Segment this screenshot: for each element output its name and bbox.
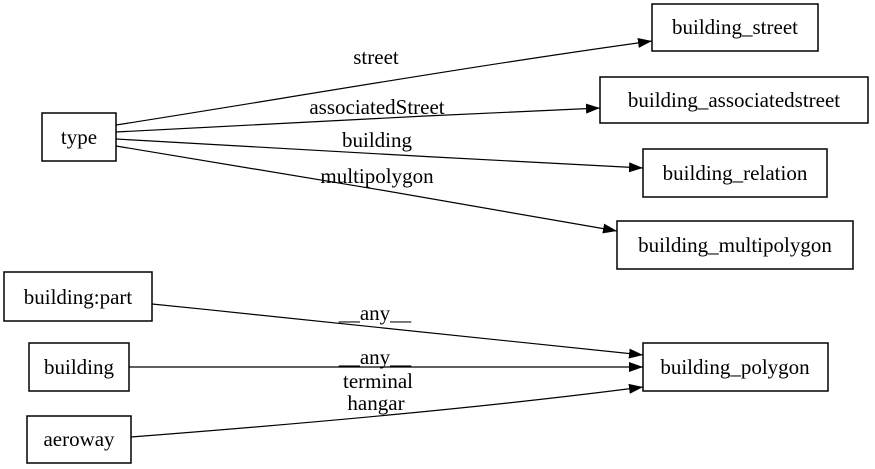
edge-label-hangar: hangar: [347, 391, 404, 415]
node-aeroway: aeroway: [26, 415, 132, 464]
node-building-relation-box: [642, 148, 828, 198]
node-building-multipolygon-label: building_multipolygon: [638, 233, 832, 257]
node-building-associatedstreet-box: [599, 76, 869, 124]
node-building-polygon: building_polygon: [642, 342, 829, 392]
node-building-multipolygon-box: [616, 220, 854, 270]
edge-label-terminal: terminal: [343, 369, 413, 393]
node-building-part-label: building:part: [24, 285, 133, 309]
edge-label-any-building-part: __any__: [338, 301, 412, 325]
node-building-street: building_street: [651, 3, 819, 52]
node-building-street-label: building_street: [672, 15, 798, 39]
node-type-box: [41, 112, 117, 162]
node-type-label: type: [61, 125, 97, 149]
node-building-multipolygon: building_multipolygon: [616, 220, 854, 270]
node-building-part-box: [3, 271, 153, 322]
node-building-polygon-box: [642, 342, 829, 392]
edge-label-building: building: [342, 128, 413, 152]
node-building-street-box: [651, 3, 819, 52]
node-building-relation-label: building_relation: [663, 161, 808, 185]
edge-aeroway-building_polygon: [130, 383, 644, 438]
edge-labels: street associatedStreet building multipo…: [309, 45, 444, 415]
node-building-polygon-label: building_polygon: [660, 355, 810, 379]
edge-type-building_relation: [115, 138, 644, 173]
edge-label-street: street: [353, 45, 399, 69]
node-building-associatedstreet-label: building_associatedstreet: [628, 88, 840, 112]
node-building-label: building: [44, 355, 115, 379]
node-building-box: [28, 342, 130, 392]
edges: [115, 37, 653, 438]
node-building-associatedstreet: building_associatedstreet: [599, 76, 869, 124]
node-type: type: [41, 112, 117, 162]
edge-label-associated-street: associatedStreet: [309, 95, 444, 119]
edge-label-any-building: __any__: [338, 345, 412, 369]
edge-type-building_associatedstreet: [115, 103, 601, 133]
node-building-part: building:part: [3, 271, 153, 322]
node-aeroway-label: aeroway: [43, 427, 115, 451]
node-aeroway-box: [26, 415, 132, 464]
edge-type-building_multipolygon: [115, 145, 618, 234]
edge-building_part-building_polygon: [151, 303, 644, 359]
node-building-relation: building_relation: [642, 148, 828, 198]
nodes: type building_street building_associated…: [3, 3, 869, 464]
edge-type-building_street: [115, 37, 653, 126]
node-building: building: [28, 342, 130, 392]
edge-label-multipolygon: multipolygon: [320, 164, 434, 188]
